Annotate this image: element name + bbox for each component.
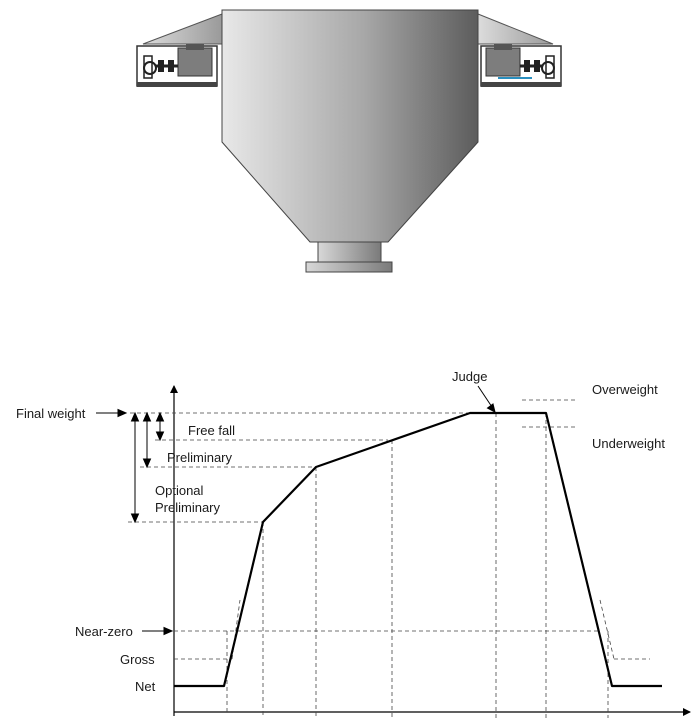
label-net: Net — [135, 679, 156, 694]
pointer-arrows — [96, 385, 496, 636]
label-overweight: Overweight — [592, 382, 658, 397]
slope-extensions — [231, 599, 615, 660]
load-cell-left — [136, 44, 218, 87]
label-final-weight: Final weight — [16, 406, 86, 421]
horizontal-guides — [128, 399, 650, 660]
dimension-arrows — [130, 411, 165, 524]
hopper-outlet — [317, 241, 382, 263]
hopper-right-wing — [477, 13, 554, 45]
label-preliminary: Preliminary — [167, 450, 233, 465]
load-cell-right — [480, 44, 562, 87]
label-free-fall: Free fall — [188, 423, 235, 438]
weight-curve — [174, 411, 662, 688]
label-optional: Optional — [155, 483, 204, 498]
label-underweight: Underweight — [592, 436, 665, 451]
label-optional-preliminary: Preliminary — [155, 500, 221, 515]
vertical-guides — [226, 413, 609, 718]
hopper-left-wing — [142, 13, 223, 45]
hopper-outlet-flange — [305, 261, 393, 273]
label-gross: Gross — [120, 652, 155, 667]
label-near-zero: Near-zero — [75, 624, 133, 639]
label-judge: Judge — [452, 369, 487, 384]
hopper — [136, 9, 562, 273]
hopper-body — [221, 9, 479, 243]
weight-graph: Final weight Free fall Preliminary Optio… — [16, 369, 691, 718]
